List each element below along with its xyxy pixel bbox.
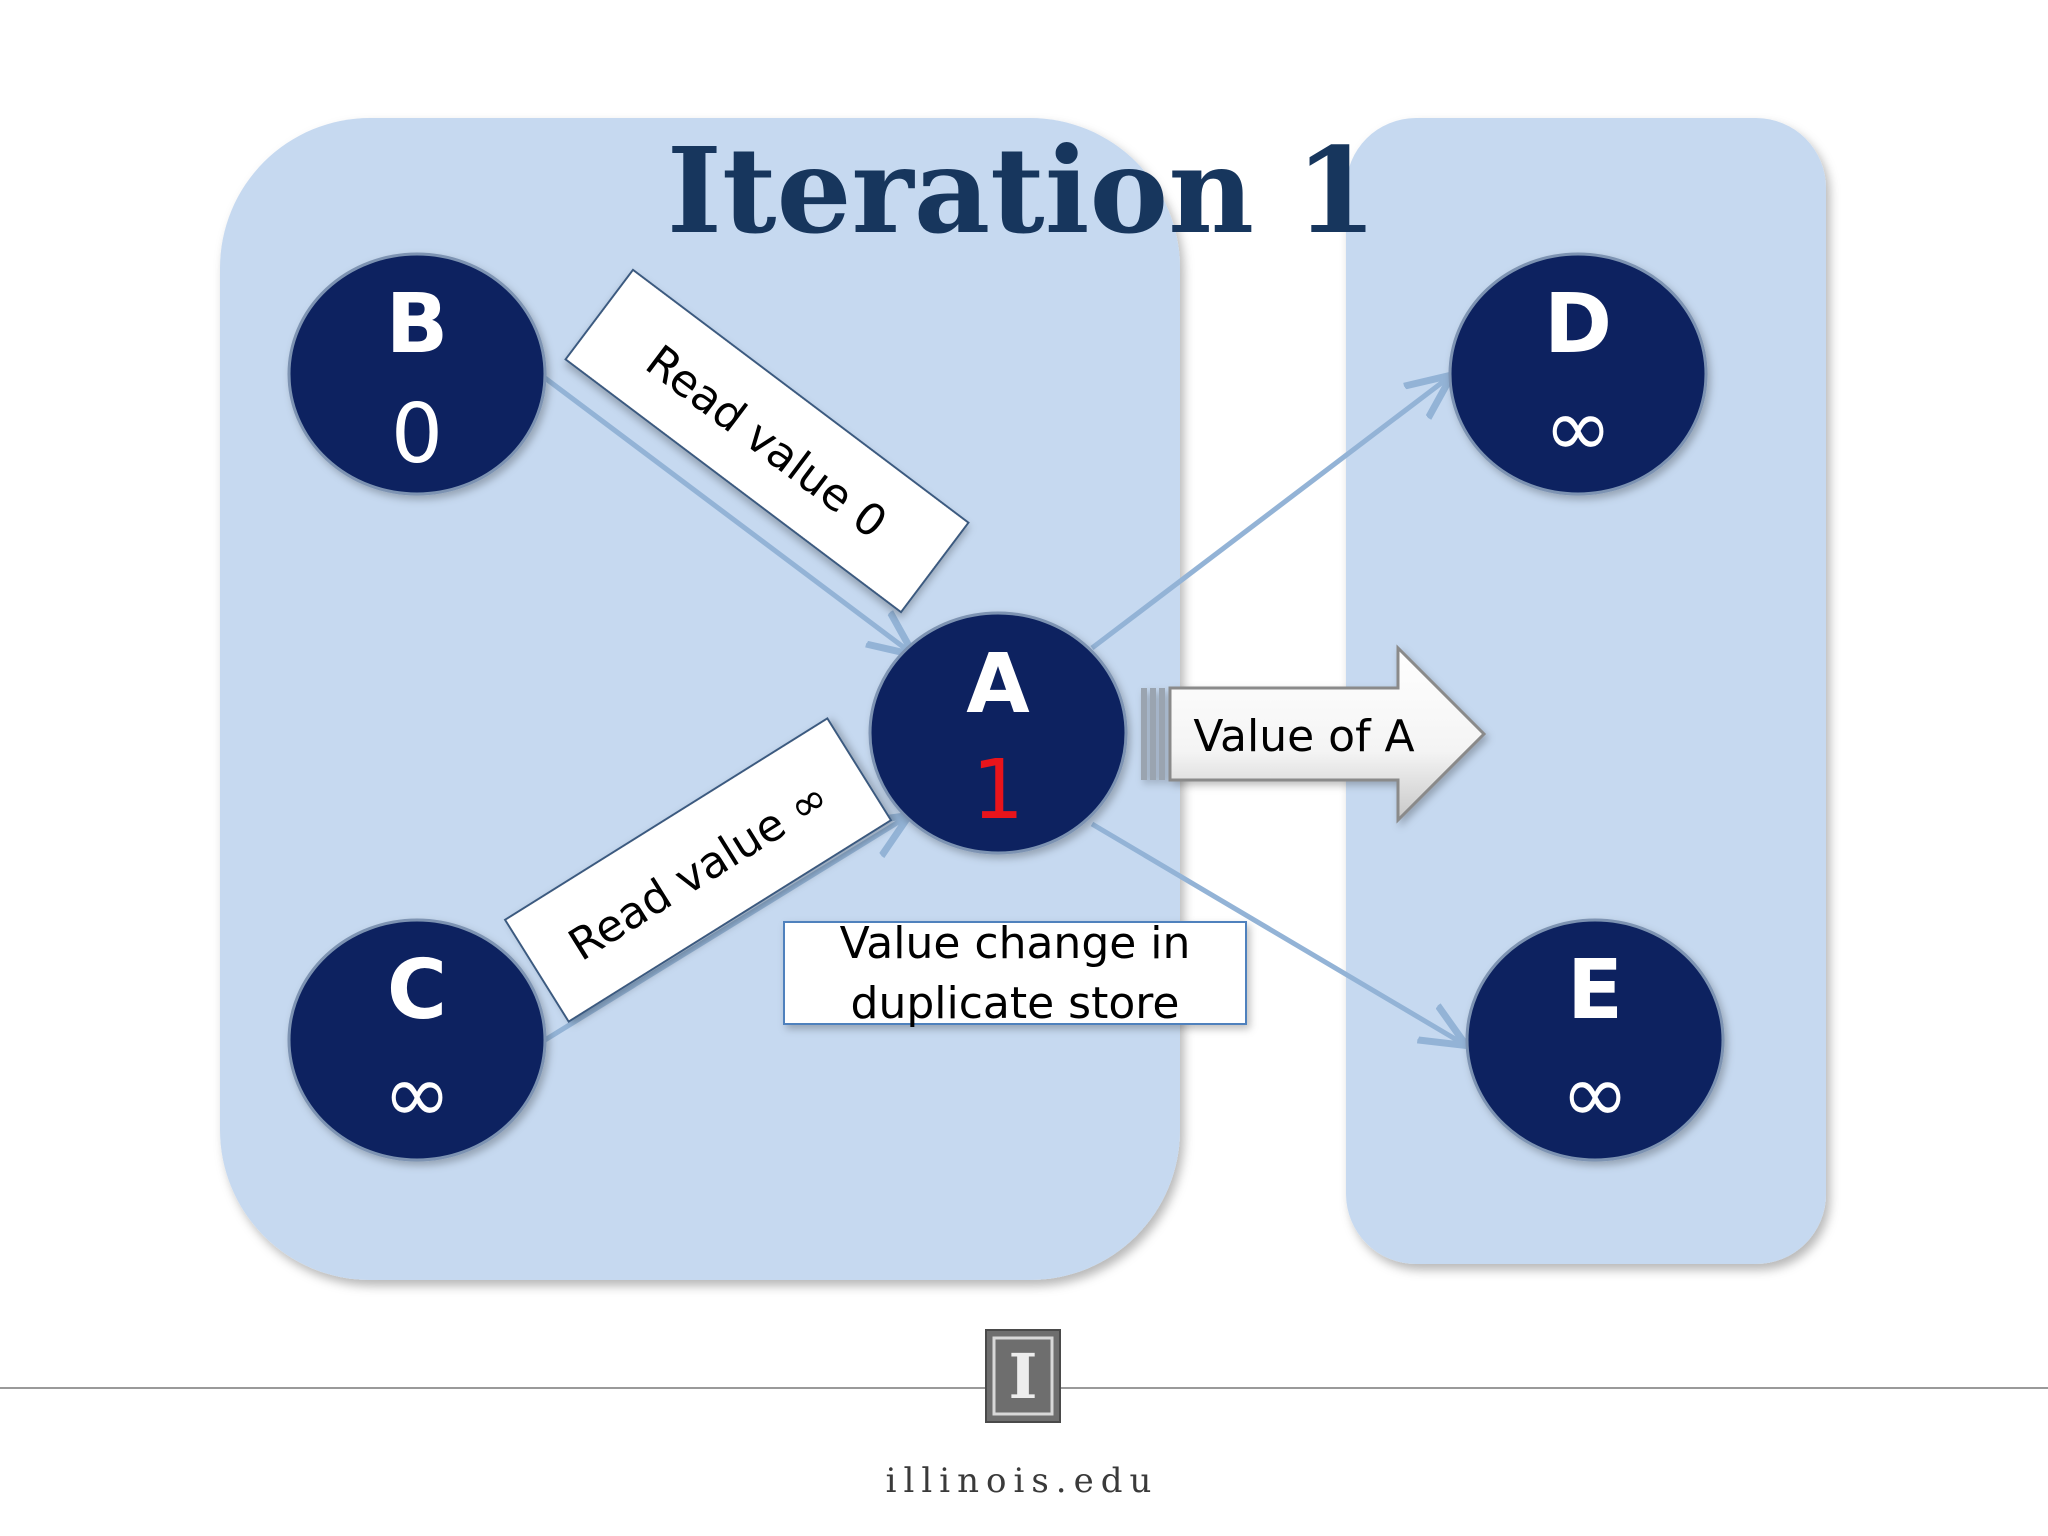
node-d-value: ∞ bbox=[1544, 381, 1612, 476]
node-c: C ∞ bbox=[287, 918, 547, 1162]
node-e-value: ∞ bbox=[1561, 1047, 1629, 1142]
edge-a-to-d bbox=[1090, 378, 1448, 650]
node-a: A 1 bbox=[868, 611, 1128, 855]
footer-site-text: illinois.edu bbox=[886, 1461, 1159, 1501]
node-b: B 0 bbox=[287, 252, 547, 496]
svg-text:duplicate store: duplicate store bbox=[851, 978, 1180, 1029]
node-d: D ∞ bbox=[1448, 252, 1708, 496]
node-c-value: ∞ bbox=[383, 1047, 451, 1142]
label-value-change: Value change in duplicate store bbox=[783, 918, 1247, 1029]
illinois-logo: I bbox=[985, 1329, 1061, 1423]
node-c-letter: C bbox=[387, 943, 447, 1038]
value-of-a-arrow: Value of A bbox=[1141, 644, 1487, 824]
slide-title: Iteration 1 bbox=[667, 121, 1377, 260]
value-of-a-label: Value of A bbox=[1193, 711, 1414, 762]
node-b-value: 0 bbox=[391, 387, 443, 482]
svg-text:I: I bbox=[1008, 1340, 1037, 1413]
node-d-letter: D bbox=[1544, 277, 1612, 372]
node-a-letter: A bbox=[966, 637, 1030, 732]
edge-a-to-e bbox=[1090, 821, 1462, 1043]
node-b-letter: B bbox=[386, 277, 449, 372]
edge-c-to-a bbox=[543, 818, 905, 1043]
label-read-value-c: Read value ∞ bbox=[503, 717, 893, 1023]
svg-text:Value change in: Value change in bbox=[840, 918, 1191, 969]
node-a-value: 1 bbox=[972, 743, 1024, 838]
node-e: E ∞ bbox=[1465, 918, 1725, 1162]
edge-b-to-a bbox=[543, 376, 910, 652]
node-e-letter: E bbox=[1567, 943, 1623, 1038]
